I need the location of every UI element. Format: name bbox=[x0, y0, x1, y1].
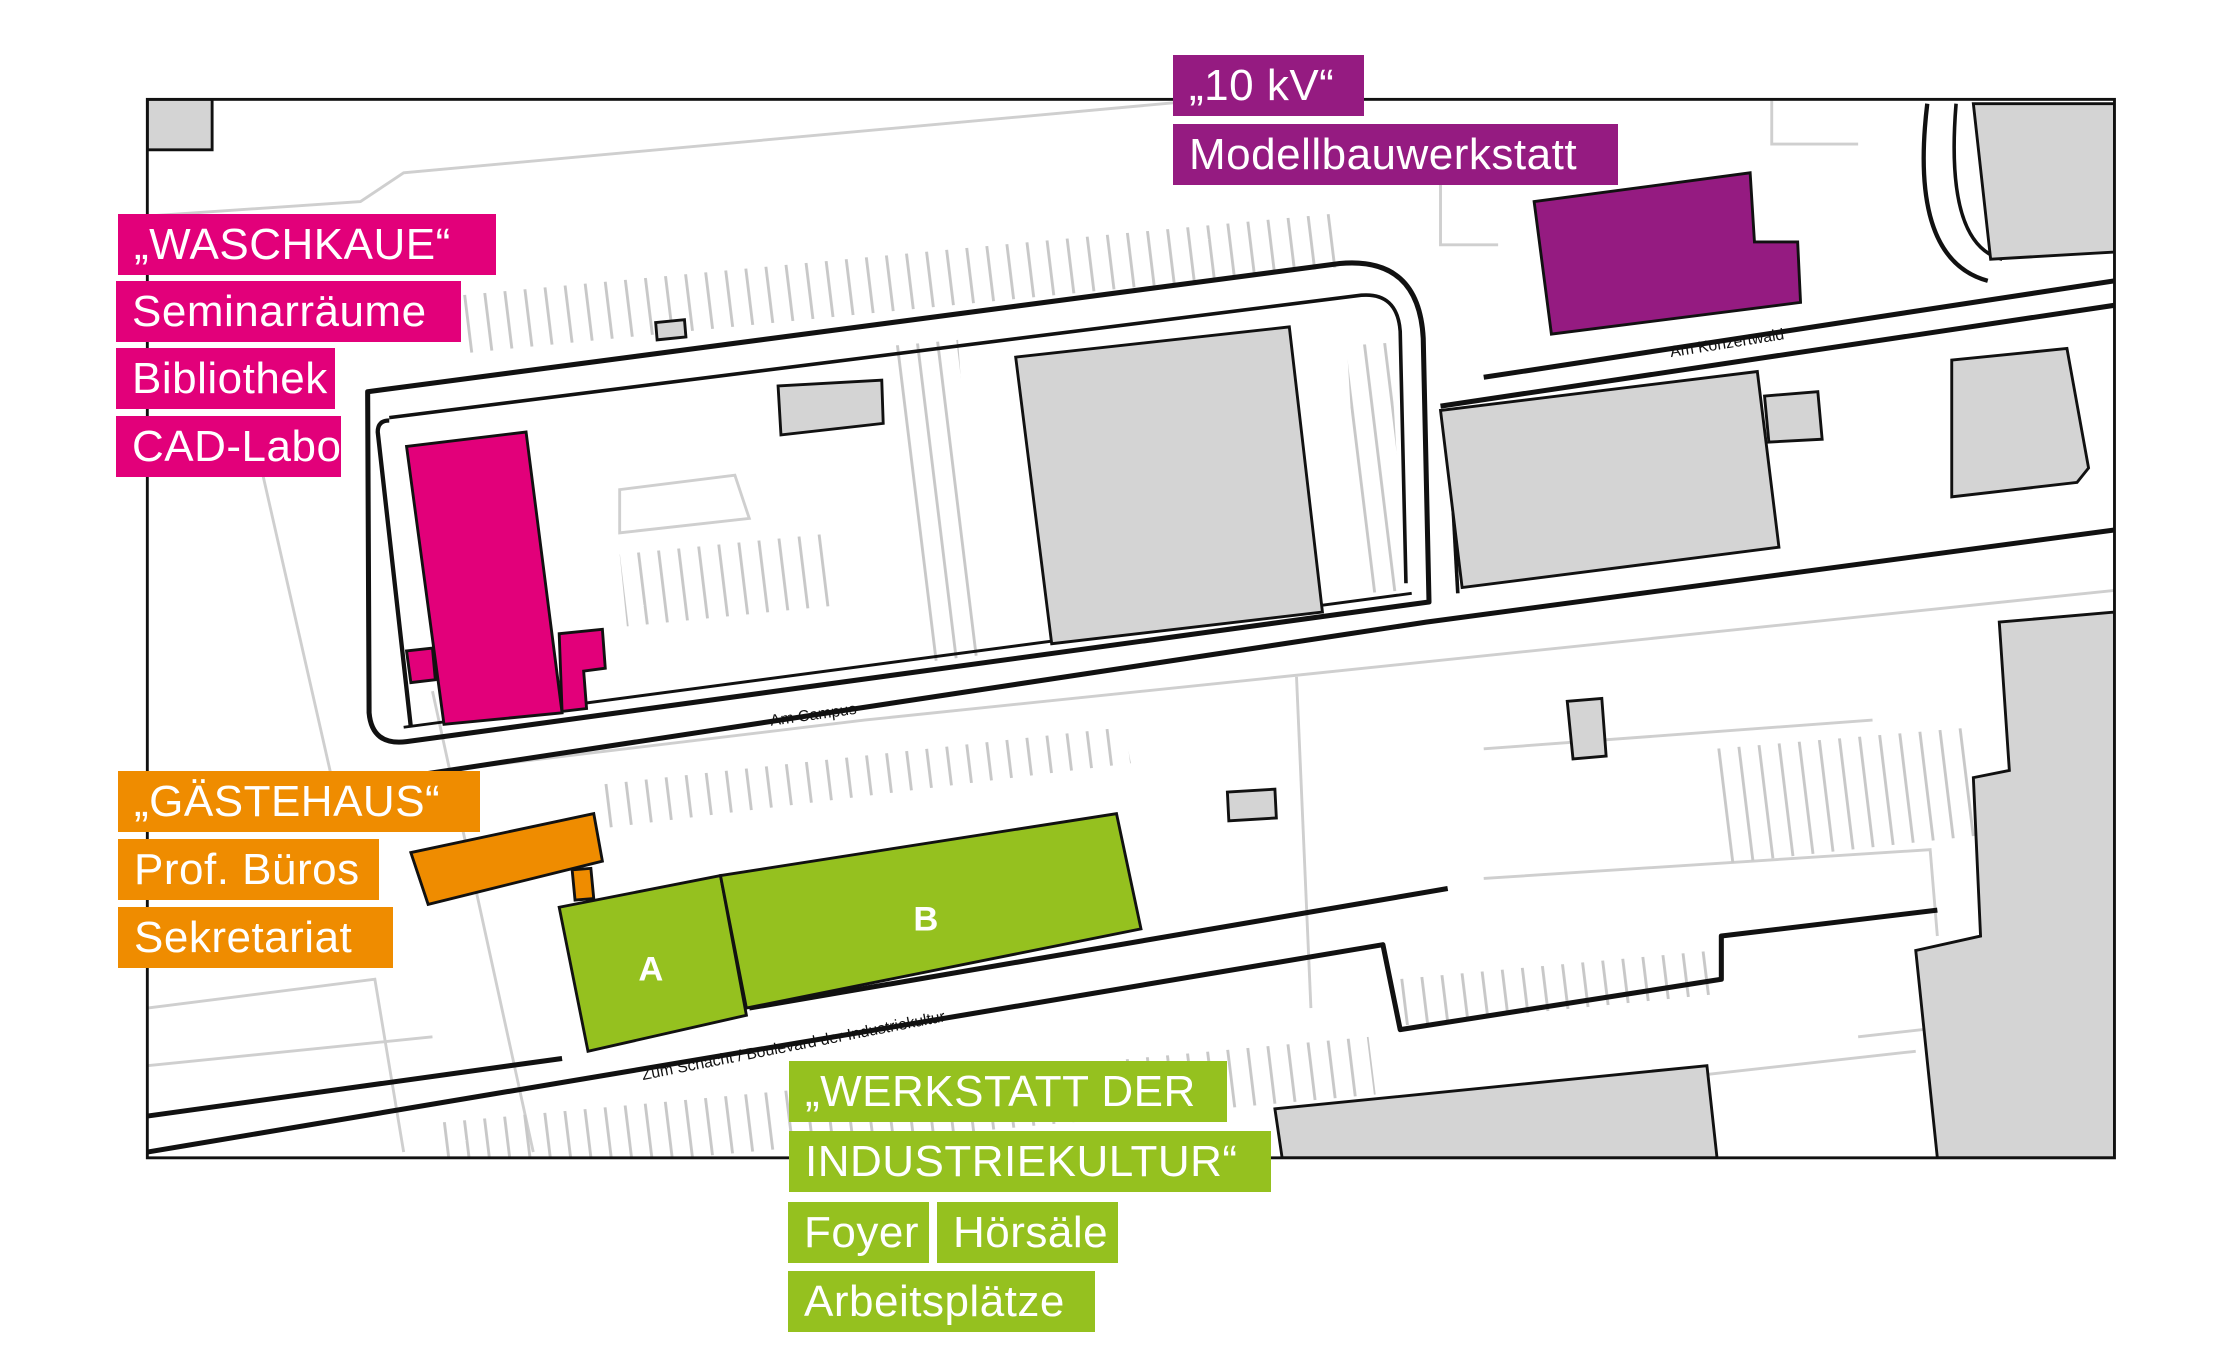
buildings-gray bbox=[147, 99, 2115, 1158]
callout-waschkaue-item: CAD-Labor bbox=[116, 416, 356, 477]
callout-waschkaue-item: Seminarräume bbox=[116, 281, 461, 342]
callout-gaestehaus-title: „GÄSTEHAUS“ bbox=[118, 771, 480, 832]
callout-10kv-title: „10 kV“ bbox=[1173, 55, 1364, 116]
callout-werkstatt-item: Arbeitsplätze bbox=[788, 1271, 1095, 1332]
callout-gaestehaus-item: Sekretariat bbox=[118, 907, 393, 968]
building-gaestehaus[interactable] bbox=[408, 811, 605, 907]
callout-werkstatt-title-line2: INDUSTRIEKULTUR“ bbox=[789, 1131, 1271, 1192]
building-waschkaue[interactable] bbox=[404, 430, 607, 726]
callout-waschkaue-title: „WASCHKAUE“ bbox=[118, 214, 496, 275]
building-label-a: A bbox=[638, 951, 663, 989]
building-werkstatt[interactable] bbox=[557, 812, 1143, 1053]
callout-werkstatt-item: Foyer bbox=[788, 1202, 929, 1263]
callout-gaestehaus-item: Prof. Büros bbox=[118, 839, 379, 900]
callout-werkstatt-item: Hörsäle bbox=[937, 1202, 1118, 1263]
roads bbox=[147, 103, 2115, 1155]
callout-waschkaue-item: Bibliothek bbox=[116, 348, 335, 409]
building-10kv[interactable] bbox=[1532, 171, 1803, 336]
building-label-b: B bbox=[913, 900, 938, 938]
callout-werkstatt-title-line1: „WERKSTATT DER bbox=[789, 1061, 1227, 1122]
callout-10kv-item: Modellbauwerkstatt bbox=[1173, 124, 1618, 185]
